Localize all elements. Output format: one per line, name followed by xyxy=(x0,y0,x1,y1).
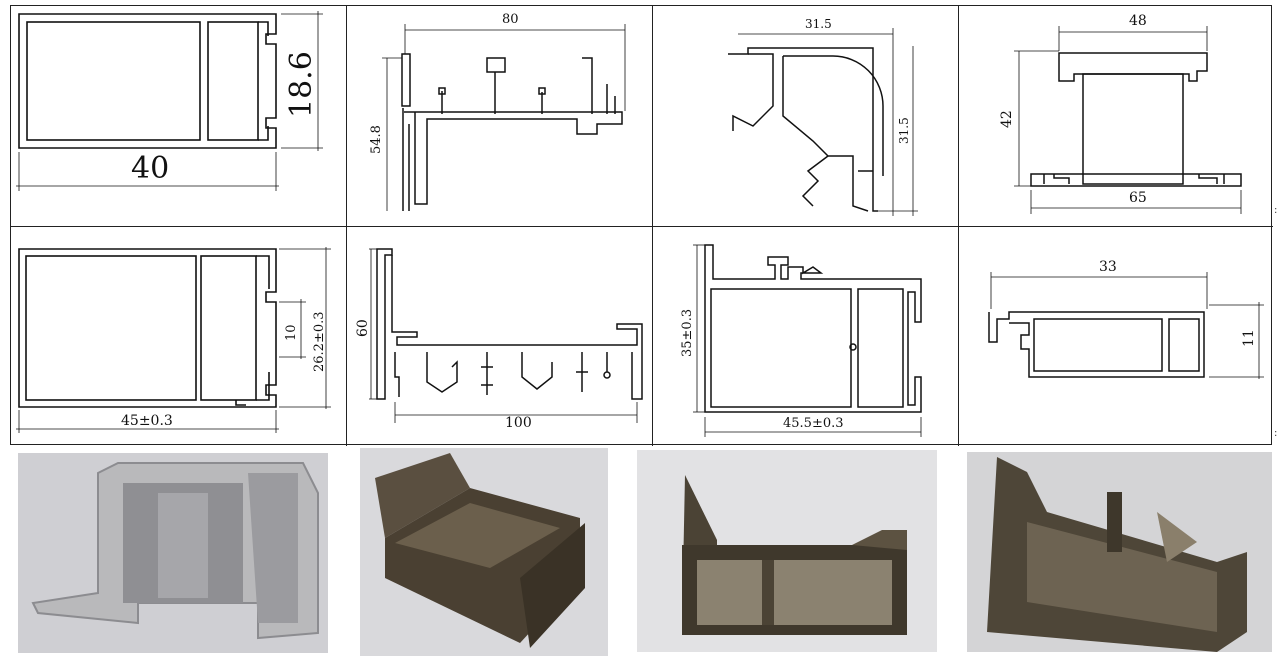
dim-label: 26.2±0.3 xyxy=(312,311,327,372)
drawing-cell-4: 48 42 65 xyxy=(958,6,1273,226)
drawing-cell-1: 40 18.6 xyxy=(11,6,346,226)
dim-label: 40 xyxy=(131,151,169,186)
dim-label: 42 xyxy=(999,110,1015,128)
profile-photo-2 xyxy=(360,448,608,656)
profile-photo-3 xyxy=(637,450,937,652)
drawing-cell-6: 60 100 xyxy=(346,226,652,446)
dim-label: 35±0.3 xyxy=(680,309,695,357)
dim-label: 11 xyxy=(1241,329,1257,347)
drawing-cell-5: 45±0.3 26.2±0.3 10 xyxy=(11,226,346,446)
stray-mark: : xyxy=(1274,205,1278,216)
drawing-cell-8: 33 11 xyxy=(958,226,1273,446)
profile-3-drawing: 31.5 31.5 xyxy=(728,17,918,216)
dim-label: 65 xyxy=(1129,190,1147,206)
dim-label: 48 xyxy=(1129,13,1147,29)
profile-7-drawing: 35±0.3 45.5±0.3 xyxy=(680,244,922,437)
profile-2-drawing: 80 54.8 xyxy=(369,12,626,211)
dim-label: 10 xyxy=(284,324,299,341)
dim-label: 33 xyxy=(1099,259,1117,275)
dim-label: 80 xyxy=(502,12,519,27)
dim-label: 100 xyxy=(505,415,532,431)
drawing-cell-3: 31.5 31.5 xyxy=(652,6,958,226)
profile-photo-1 xyxy=(18,453,328,653)
dim-label: 45.5±0.3 xyxy=(783,416,844,431)
drawing-grid: 40 18.6 80 xyxy=(10,5,1273,446)
profile-4-drawing: 48 42 65 xyxy=(999,13,1242,214)
profile-5-drawing: 45±0.3 26.2±0.3 10 xyxy=(16,247,331,433)
dim-label: 54.8 xyxy=(369,125,384,154)
dim-label: 60 xyxy=(355,319,371,337)
profile-6-drawing: 60 100 xyxy=(355,248,643,431)
profile-1-drawing: 40 18.6 xyxy=(16,11,323,191)
dim-label: 18.6 xyxy=(284,51,319,118)
profile-8-drawing: 33 11 xyxy=(988,259,1264,379)
stray-mark: : xyxy=(1274,428,1278,439)
drawing-cell-2: 80 54.8 xyxy=(346,6,652,226)
dim-label: 31.5 xyxy=(897,117,911,144)
dim-label: 31.5 xyxy=(805,17,832,31)
profile-photo-4 xyxy=(967,452,1272,652)
dim-label: 45±0.3 xyxy=(121,413,173,429)
drawing-cell-7: 35±0.3 45.5±0.3 xyxy=(652,226,958,446)
